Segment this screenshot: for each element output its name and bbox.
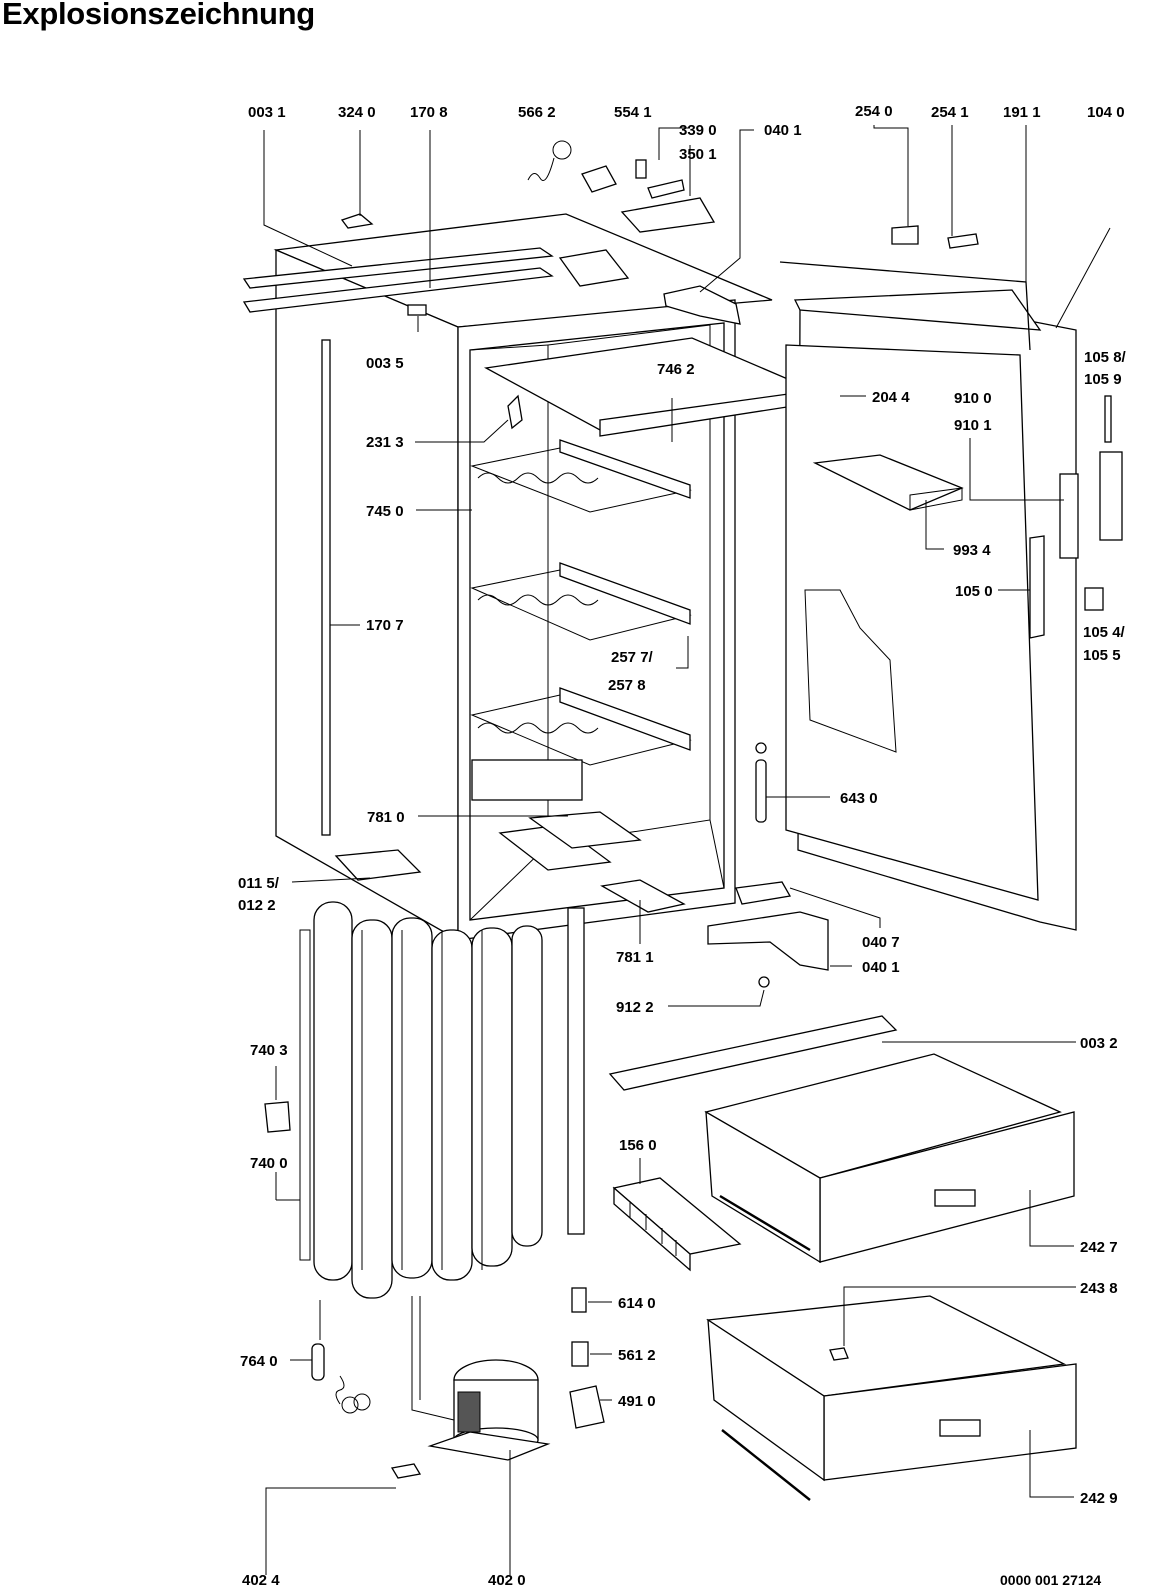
part-label-339-0: 339 0 — [679, 122, 717, 139]
part-label-402-4: 402 4 — [242, 1572, 280, 1589]
compressor — [311, 1296, 551, 1479]
part-label-561-2: 561 2 — [618, 1347, 656, 1364]
part-label-257-7: 257 7/ — [611, 649, 654, 666]
part-label-011-5: 011 5/ — [238, 875, 280, 892]
part-label-040-1-bottom: 040 1 — [862, 959, 900, 976]
part-label-257-8: 257 8 — [608, 677, 646, 694]
part-label-104-0: 104 0 — [1087, 104, 1125, 121]
part-label-191-1: 191 1 — [1003, 104, 1041, 121]
lower-brackets — [600, 879, 829, 988]
cabinet-body — [242, 213, 773, 942]
part-label-491-0: 491 0 — [618, 1393, 656, 1410]
part-label-105-0: 105 0 — [955, 583, 993, 600]
page-title: Explosionszeichnung — [2, 0, 315, 31]
part-label-003-5: 003 5 — [366, 355, 404, 372]
part-label-242-7: 242 7 — [1080, 1239, 1118, 1256]
part-label-254-1: 254 1 — [931, 104, 969, 121]
part-label-910-0: 910 0 — [954, 390, 992, 407]
part-label-170-8: 170 8 — [410, 104, 448, 121]
part-label-402-0: 402 0 — [488, 1572, 526, 1589]
part-label-003-1: 003 1 — [248, 104, 286, 121]
part-label-105-9: 105 9 — [1084, 371, 1122, 388]
part-label-242-9: 242 9 — [1080, 1490, 1118, 1507]
ice-tray — [612, 1177, 742, 1272]
top-small-parts — [340, 140, 979, 325]
part-label-554-1: 554 1 — [614, 104, 652, 121]
part-label-243-8: 243 8 — [1080, 1280, 1118, 1297]
part-label-105-8: 105 8/ — [1084, 349, 1127, 366]
electrical-parts — [569, 1287, 605, 1429]
part-label-614-0: 614 0 — [618, 1295, 656, 1312]
door — [755, 261, 1123, 931]
part-label-745-0: 745 0 — [366, 503, 404, 520]
part-label-781-0: 781 0 — [367, 809, 405, 826]
part-label-012-2: 012 2 — [238, 897, 276, 914]
part-label-040-1-top: 040 1 — [764, 122, 802, 139]
part-label-740-3: 740 3 — [250, 1042, 288, 1059]
part-label-040-7: 040 7 — [862, 934, 900, 951]
part-label-105-5: 105 5 — [1083, 647, 1121, 664]
part-label-912-2: 912 2 — [616, 999, 654, 1016]
part-label-566-2: 566 2 — [518, 104, 556, 121]
part-label-324-0: 324 0 — [338, 104, 376, 121]
part-label-993-4: 993 4 — [953, 542, 991, 559]
condenser — [264, 901, 585, 1299]
part-label-746-2: 746 2 — [657, 361, 695, 378]
part-label-254-0: 254 0 — [855, 103, 893, 120]
document-number: 0000 001 27124 — [1000, 1572, 1101, 1588]
part-label-740-0: 740 0 — [250, 1155, 288, 1172]
part-label-781-1: 781 1 — [616, 949, 654, 966]
wire-shelves — [470, 394, 692, 801]
part-label-204-4: 204 4 — [872, 389, 910, 406]
part-label-643-0: 643 0 — [840, 790, 878, 807]
part-labels: 003 1 324 0 170 8 566 2 554 1 339 0 350 … — [238, 103, 1127, 1589]
part-label-105-4: 105 4/ — [1083, 624, 1126, 641]
part-label-156-0: 156 0 — [619, 1137, 657, 1154]
part-label-350-1: 350 1 — [679, 146, 717, 163]
part-label-764-0: 764 0 — [240, 1353, 278, 1370]
part-label-170-7: 170 7 — [366, 617, 404, 634]
part-label-231-3: 231 3 — [366, 434, 404, 451]
leader-lines — [263, 125, 1111, 1575]
part-label-910-1: 910 1 — [954, 417, 992, 434]
drawers — [608, 1015, 1077, 1501]
part-label-003-2: 003 2 — [1080, 1035, 1118, 1052]
